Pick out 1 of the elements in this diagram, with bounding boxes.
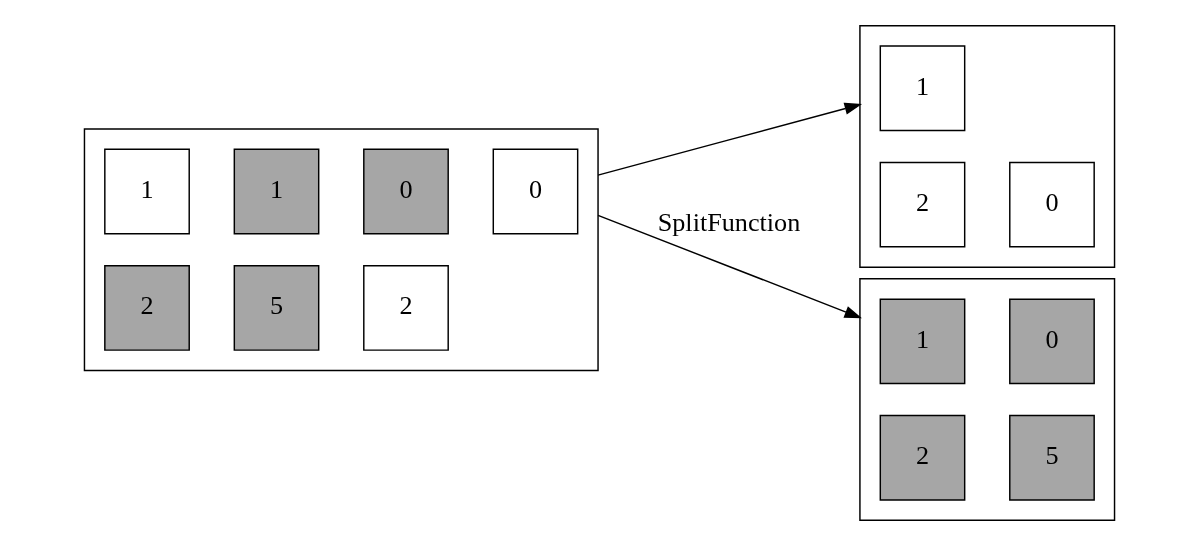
edge-label: SplitFunction [657, 208, 801, 238]
